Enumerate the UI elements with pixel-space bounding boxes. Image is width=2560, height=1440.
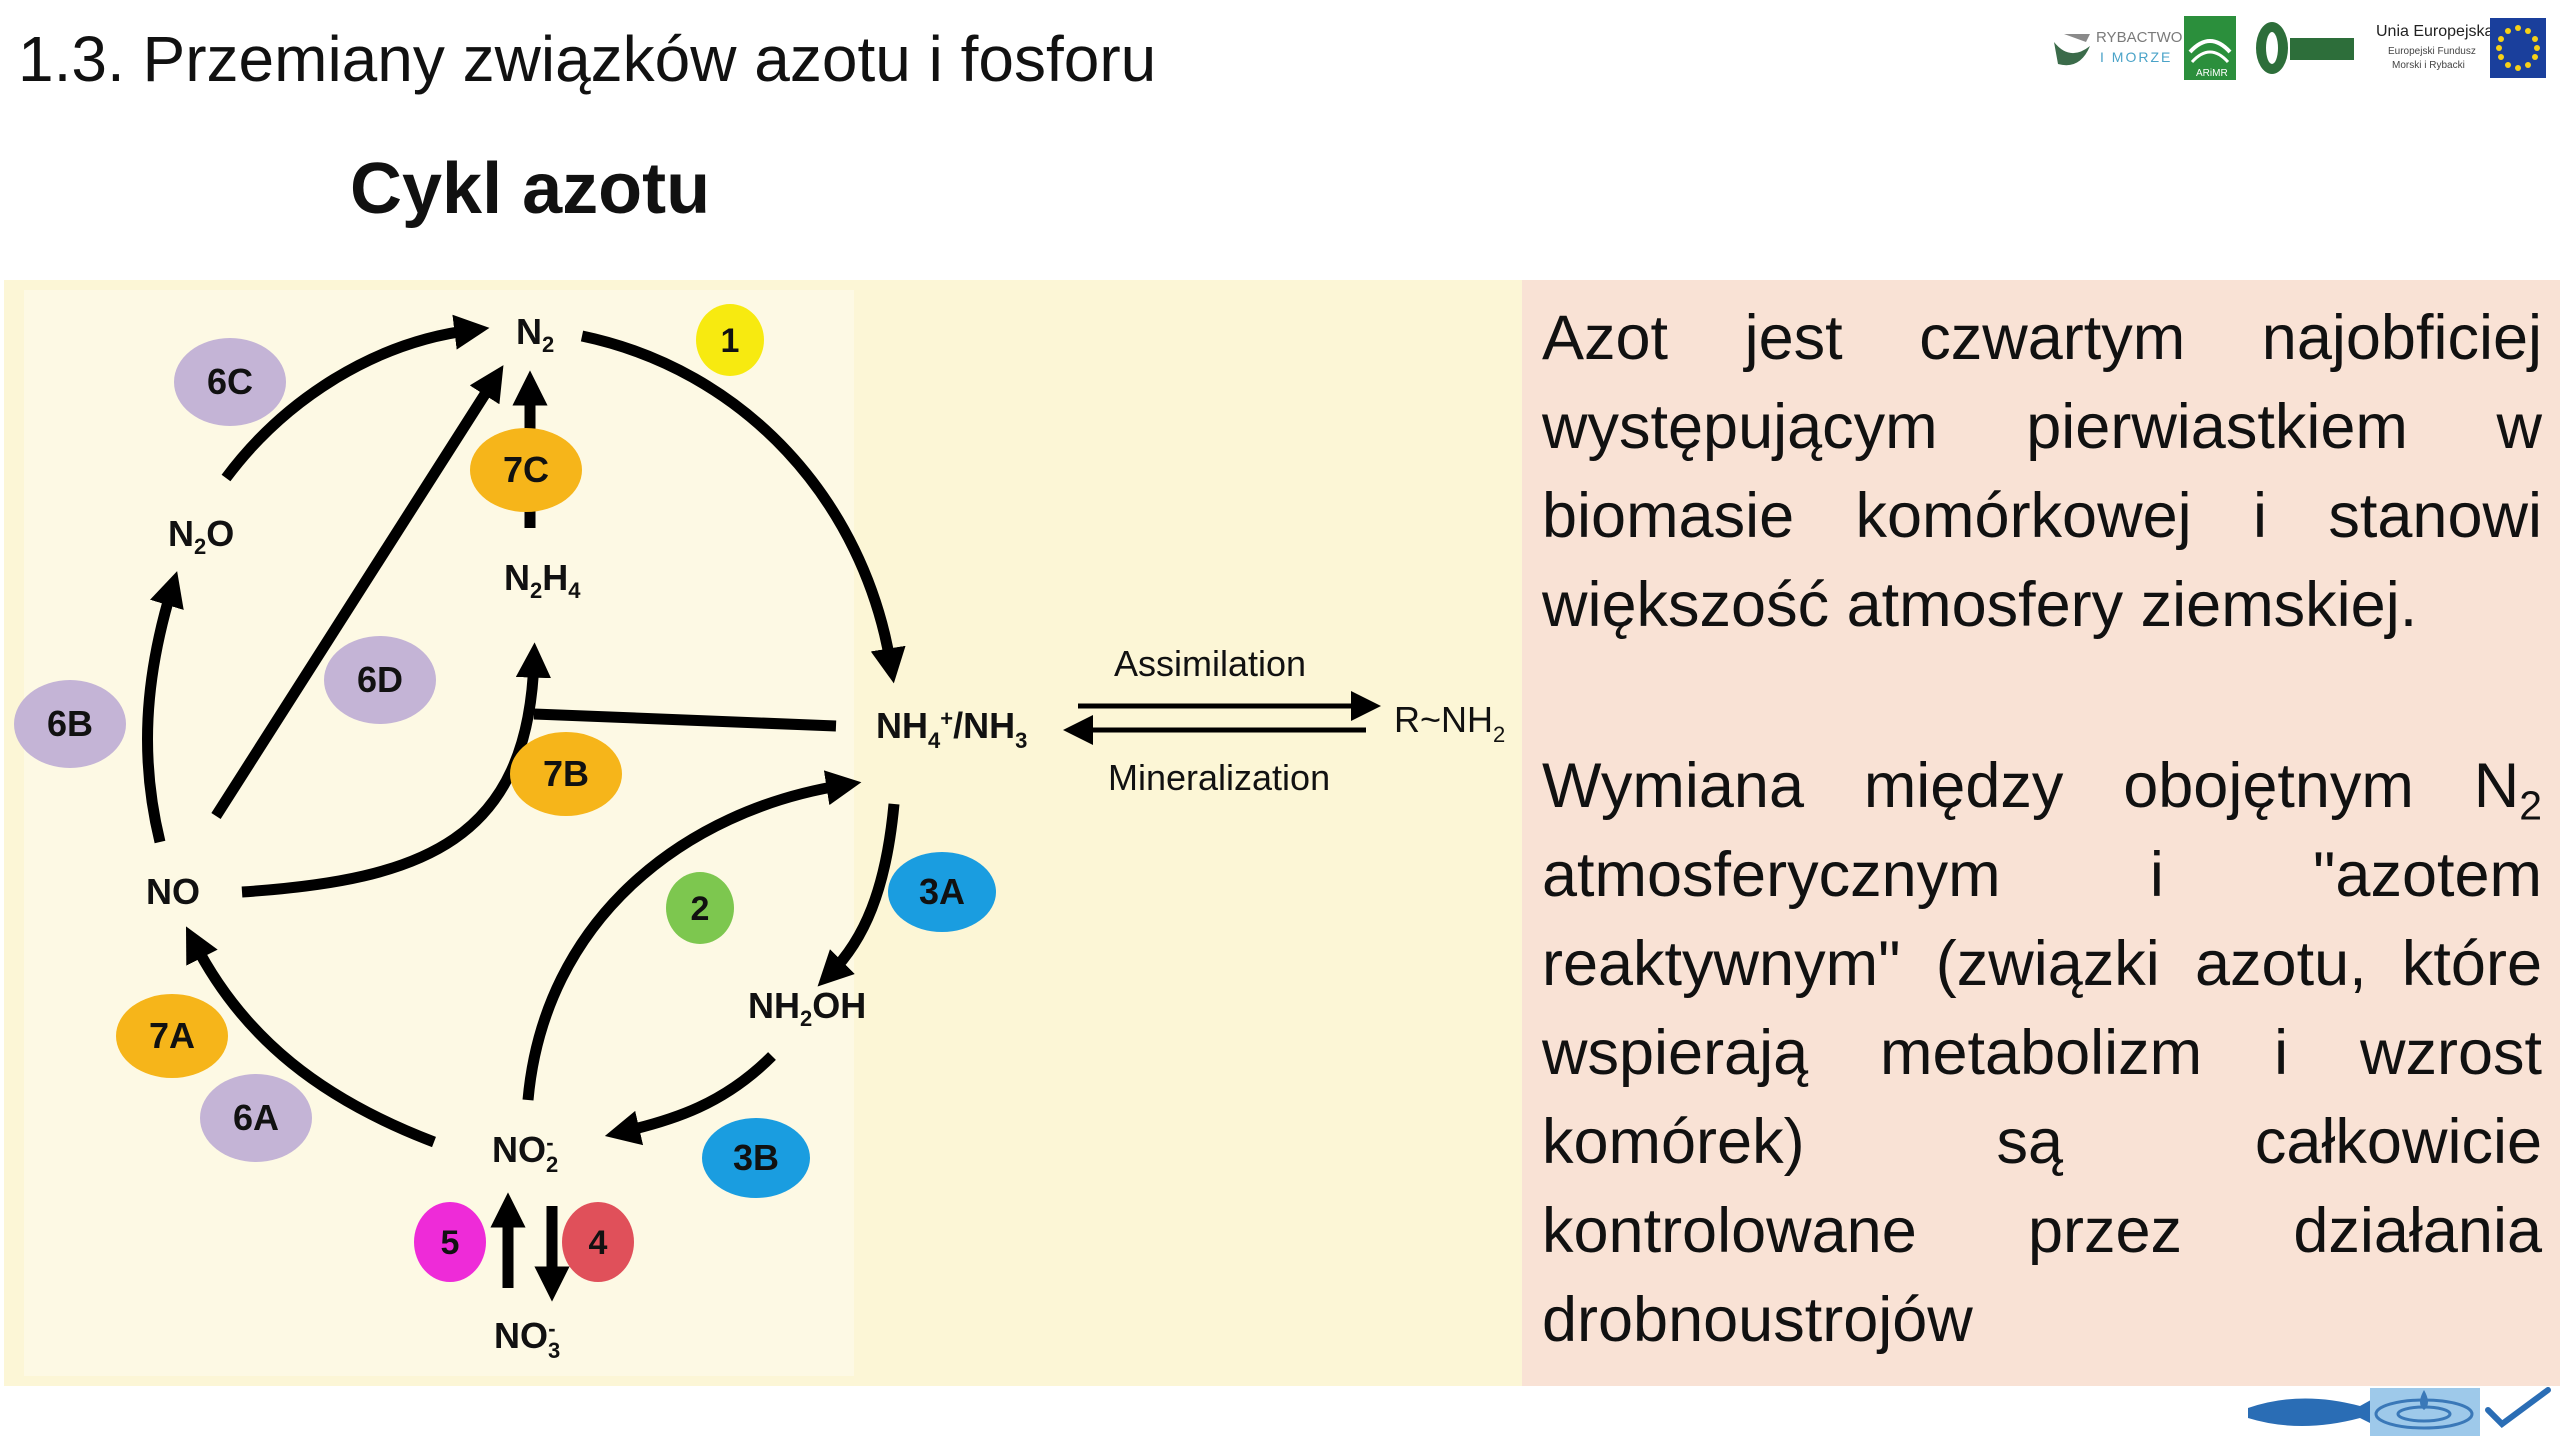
bird-logo-icon — [2064, 34, 2090, 42]
badge-5: 5 — [414, 1202, 486, 1282]
svg-text:3B: 3B — [733, 1137, 779, 1178]
svg-text:5: 5 — [441, 1224, 460, 1262]
line-nh4-to-n2h4 — [533, 708, 837, 732]
svg-text:3A: 3A — [919, 871, 965, 912]
rybactwo-logo-text-1: RYBACTWO — [2096, 29, 2182, 46]
svg-text:6B: 6B — [47, 703, 93, 744]
fish-icon — [2248, 1396, 2380, 1428]
fish-logo-icon — [2054, 42, 2090, 66]
compound-no2: NO2- — [492, 1129, 558, 1177]
compound-no3: NO3- — [494, 1315, 560, 1363]
eu-logo-line3: Morski i Rybacki — [2392, 60, 2465, 71]
arrow-no-to-n2h4 — [241, 642, 551, 898]
badge-6a: 6A — [200, 1074, 312, 1162]
reaction-badges: 1 2 3A 3B 4 5 — [14, 304, 996, 1282]
description-paragraph-2: Wymiana między obojętnym N2 atmosferyczn… — [1542, 751, 2542, 1355]
svg-text:6C: 6C — [207, 361, 253, 402]
water-drop-icon — [2370, 1388, 2480, 1436]
badge-7b: 7B — [510, 732, 622, 816]
badge-2: 2 — [666, 872, 734, 944]
eu-logo-line2: Europejski Fundusz — [2388, 46, 2476, 57]
svg-text:6A: 6A — [233, 1097, 279, 1138]
arrow-no2-to-nh4 — [522, 770, 862, 1101]
badge-7c: 7C — [470, 428, 582, 512]
logos-strip: RYBACTWO I MORZE ARiMR Unia Europejska E… — [2054, 16, 2546, 80]
description-panel: Azot jest czwartym najobficiej występują… — [1522, 280, 2560, 1386]
svg-text:6D: 6D — [357, 659, 403, 700]
badge-3b: 3B — [702, 1118, 810, 1198]
mineralization-label: Mineralization — [1108, 757, 1330, 798]
svg-text:1: 1 — [721, 322, 740, 360]
slide-title: 1.3. Przemiany związków azotu i fosforu — [18, 23, 1157, 95]
arrow-no-to-n2o — [142, 571, 184, 844]
arimr-logo: ARiMR — [2184, 16, 2236, 80]
svg-text:7C: 7C — [503, 449, 549, 490]
svg-text:4: 4 — [589, 1224, 608, 1262]
arrow-n2o-to-n2 — [221, 314, 490, 482]
compound-n2h4: N2H4 — [504, 557, 581, 603]
arrow-nh4-to-nh2oh — [817, 803, 900, 987]
nitrogen-cycle-diagram: N2 N2O N2H4 NO NH4+/NH3 NH2OH NO2- NO3- … — [4, 280, 1522, 1386]
compound-r-nh2: R~NH2 — [1394, 699, 1505, 747]
svg-text:7A: 7A — [149, 1015, 195, 1056]
rybactwo-logo: RYBACTWO I MORZE — [2054, 29, 2182, 66]
badge-1: 1 — [696, 304, 764, 376]
badge-7a: 7A — [116, 994, 228, 1078]
description-paragraph-1: Azot jest czwartym najobficiej występują… — [1542, 303, 2542, 640]
badge-3a: 3A — [888, 852, 996, 932]
diagram-title: Cykl azotu — [350, 149, 711, 229]
compound-no: NO — [146, 871, 200, 912]
ministry-logo — [2256, 22, 2354, 74]
compound-n2o: N2O — [168, 513, 234, 559]
svg-text:2: 2 — [691, 890, 710, 928]
badge-6d: 6D — [324, 636, 436, 724]
arrow-n2-to-nh4 — [580, 330, 906, 684]
badge-4: 4 — [562, 1202, 634, 1282]
arimr-logo-text: ARiMR — [2196, 68, 2228, 79]
compound-nh2oh: NH2OH — [748, 985, 866, 1031]
check-icon — [2485, 1387, 2551, 1428]
compound-n2: N2 — [516, 311, 554, 357]
assimilation-label: Assimilation — [1114, 643, 1306, 684]
arrow-no2-to-no — [185, 926, 436, 1148]
rybactwo-logo-text-2: I MORZE — [2100, 49, 2172, 65]
eu-logo-title: Unia Europejska — [2376, 23, 2494, 40]
arrow-no-to-n2 — [211, 365, 504, 819]
badge-6c: 6C — [174, 338, 286, 426]
badge-6b: 6B — [14, 680, 126, 768]
arrow-nh2oh-to-no2 — [604, 1052, 776, 1146]
svg-text:7B: 7B — [543, 753, 589, 794]
eu-logo: Unia Europejska Europejski Fundusz Morsk… — [2376, 18, 2546, 78]
compound-nh4-nh3: NH4+/NH3 — [876, 705, 1027, 753]
footer-icons — [2248, 1387, 2551, 1436]
